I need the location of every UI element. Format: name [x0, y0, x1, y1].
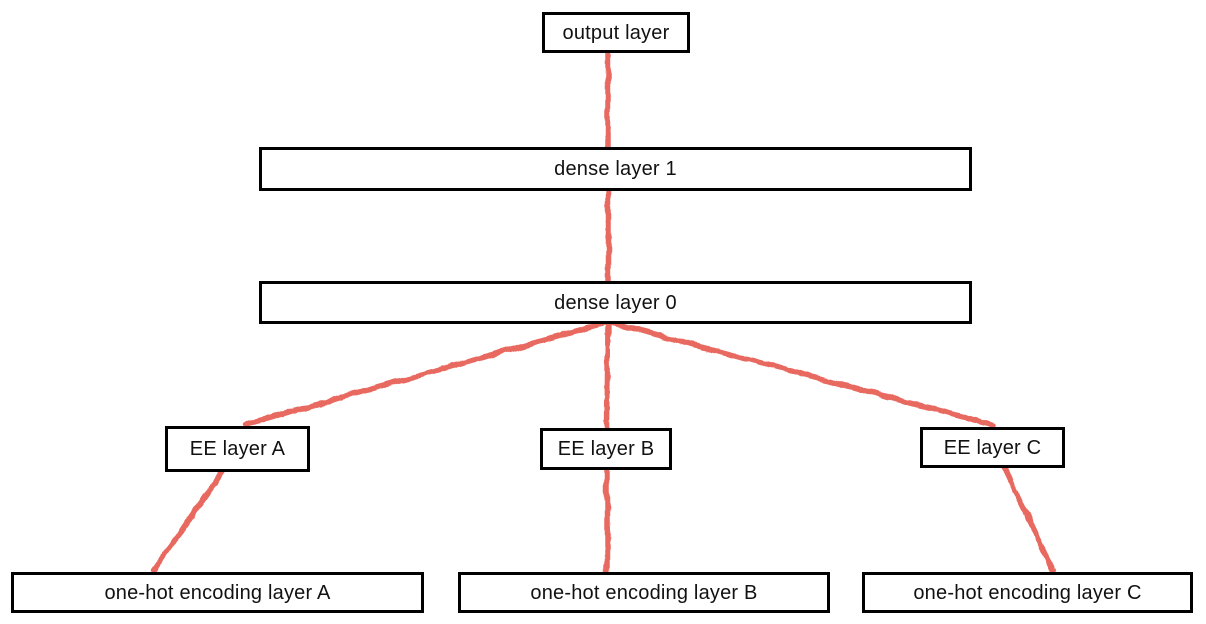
onehot-layer-c-box: one-hot encoding layer C	[862, 572, 1193, 613]
edge-ee-layer-a-to-onehot-layer-a	[150, 468, 226, 574]
edge-ee-layer-c-to-onehot-layer-c	[1000, 463, 1056, 574]
edge-dense-layer-0-to-ee-layer-a	[244, 319, 611, 427]
onehot-layer-a-box: one-hot encoding layer A	[11, 572, 424, 613]
ee-layer-a-box: EE layer A	[165, 426, 310, 472]
edge-dense-layer-0-to-ee-layer-b	[604, 319, 611, 431]
onehot-layer-b-box: one-hot encoding layer B	[458, 572, 830, 613]
dense-layer-1-box: dense layer 1	[259, 147, 972, 191]
dense-layer-0-box: dense layer 0	[259, 281, 972, 324]
output-layer-box: output layer	[542, 12, 690, 53]
edge-dense-layer-0-to-ee-layer-c	[605, 319, 996, 428]
ee-layer-c-box: EE layer C	[920, 427, 1065, 468]
ee-layer-b-box: EE layer B	[540, 428, 672, 470]
